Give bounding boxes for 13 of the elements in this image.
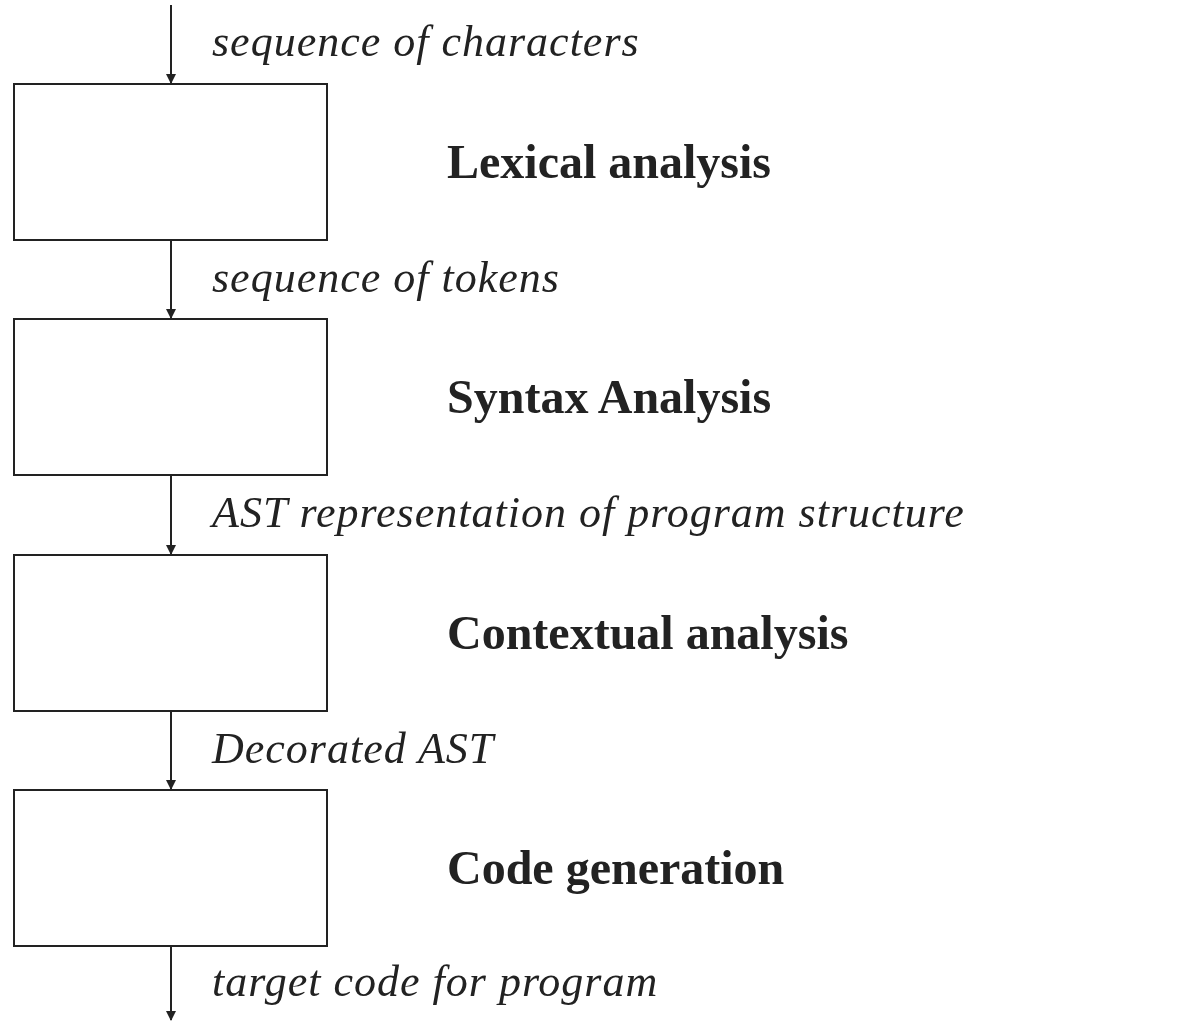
process-box <box>13 789 328 947</box>
stage-name: Code generation <box>447 844 785 892</box>
arrow <box>166 946 176 1021</box>
stage-name: Lexical analysis <box>447 138 772 186</box>
arrow <box>166 4 176 84</box>
arrow <box>166 711 176 790</box>
process-box <box>13 318 328 476</box>
arrow <box>166 475 176 555</box>
arrow <box>166 240 176 319</box>
stage-name: Contextual analysis <box>447 609 849 657</box>
process-box <box>13 554 328 712</box>
process-box <box>13 83 328 241</box>
stage-name: Syntax Analysis <box>447 373 772 421</box>
